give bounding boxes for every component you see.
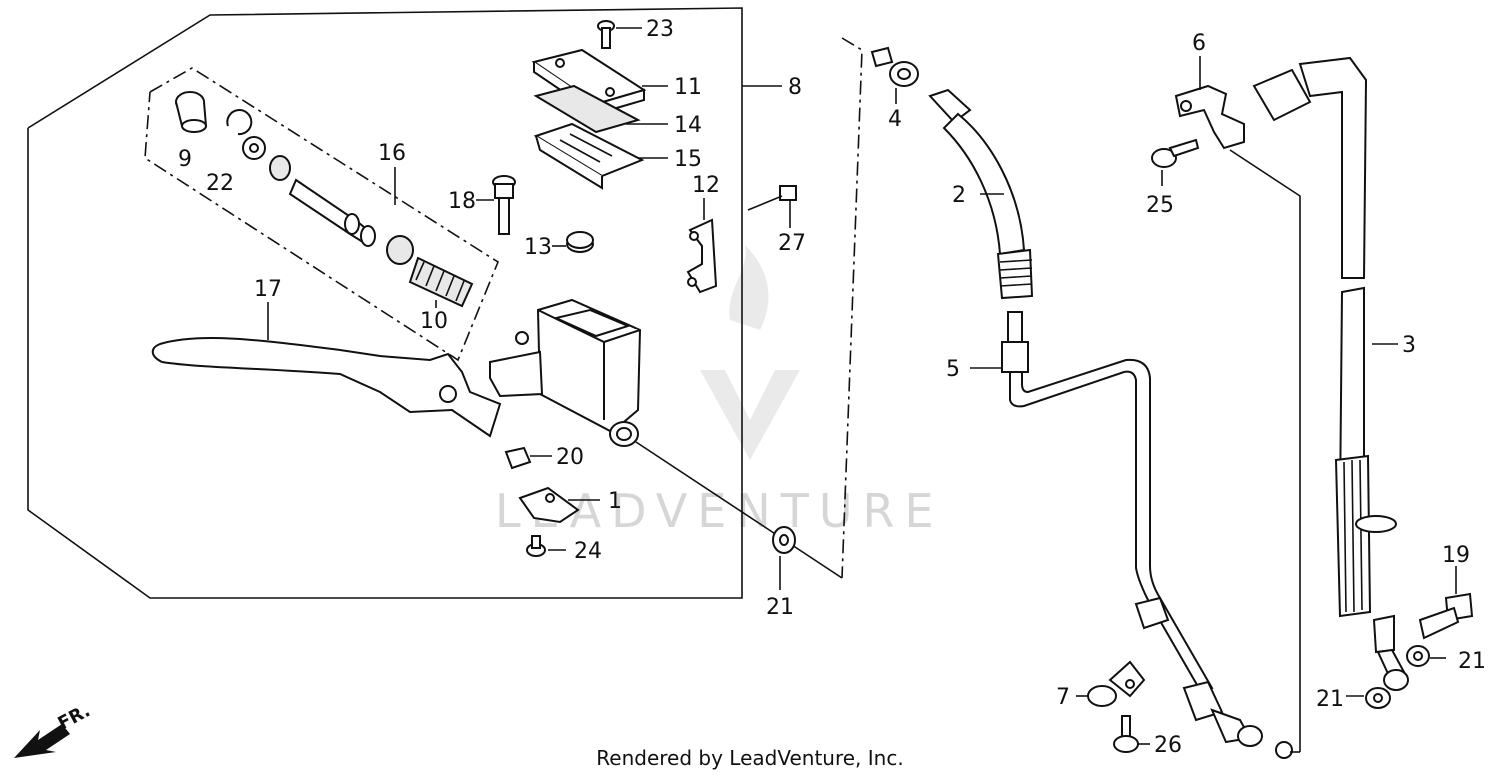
subassembly-16-boundary — [144, 67, 499, 362]
callout-3: 3 — [1402, 333, 1416, 358]
callout-18: 18 — [448, 189, 476, 214]
part-1-switch — [518, 486, 600, 524]
callout-27: 27 — [778, 231, 806, 256]
part-20-cap — [504, 446, 552, 470]
callout-20: 20 — [556, 445, 584, 470]
master-cylinder-body — [489, 298, 843, 579]
part-18-pivot-bolt — [476, 175, 516, 235]
callout-7: 7 — [1056, 685, 1070, 710]
callout-19: 19 — [1442, 543, 1470, 568]
part-10-spring — [408, 256, 474, 308]
callout-10: 10 — [420, 309, 448, 334]
part-9-boot — [175, 91, 208, 133]
part-14-plate — [533, 84, 668, 134]
pipe-dash-line — [841, 37, 863, 579]
callout-15: 15 — [674, 147, 702, 172]
callout-11: 11 — [674, 75, 702, 100]
watermark-logo — [700, 245, 800, 460]
part-19-bolt — [1418, 566, 1474, 640]
callout-8: 8 — [788, 75, 802, 100]
part-21-washer-right-upper — [1406, 645, 1446, 667]
part-3-hose — [1252, 56, 1409, 691]
part-25-bolt — [1151, 138, 1200, 186]
callout-23: 23 — [646, 17, 674, 42]
part-21-washer-master — [772, 526, 796, 590]
callout-14: 14 — [674, 113, 702, 138]
part-26-bolt — [1113, 715, 1150, 753]
callout-24: 24 — [574, 539, 602, 564]
right-hose-leader — [1229, 149, 1301, 752]
part-7-clamp — [1076, 660, 1146, 707]
part-23-screw — [597, 20, 642, 49]
part-15-diaphragm — [533, 122, 668, 190]
callout-6: 6 — [1192, 31, 1206, 56]
part-27-bolt — [747, 185, 797, 228]
part-24-screw — [526, 535, 566, 557]
callout-4: 4 — [888, 107, 902, 132]
part-2-hose — [928, 88, 1034, 300]
callout-16: 16 — [378, 141, 406, 166]
part-21-washer-right-lower — [1346, 687, 1391, 709]
part-22-circlip — [226, 109, 291, 181]
footer-credit: Rendered by LeadVenture, Inc. — [596, 746, 904, 770]
part-13-cap — [552, 231, 594, 253]
callout-5: 5 — [946, 357, 960, 382]
callout-9: 9 — [178, 147, 192, 172]
part-4-bolt — [870, 46, 919, 104]
callout-22: 22 — [206, 171, 234, 196]
part-6-bracket — [1174, 56, 1245, 150]
callout-12: 12 — [692, 173, 720, 198]
part-17-lever — [151, 302, 502, 438]
callout-13: 13 — [524, 235, 552, 260]
callout-21-right-lower: 21 — [1316, 687, 1344, 712]
part-5-brake-pipe — [970, 311, 1293, 759]
callout-2: 2 — [952, 183, 966, 208]
callout-1: 1 — [608, 489, 622, 514]
callout-26: 26 — [1154, 733, 1182, 758]
callout-25: 25 — [1146, 193, 1174, 218]
callout-21-master: 21 — [766, 595, 794, 620]
part-16-piston — [288, 178, 414, 265]
callout-17: 17 — [254, 277, 282, 302]
part-12-holder — [686, 198, 718, 294]
callout-21-right-upper: 21 — [1458, 649, 1486, 674]
assembly-boundary-8 — [27, 7, 782, 599]
